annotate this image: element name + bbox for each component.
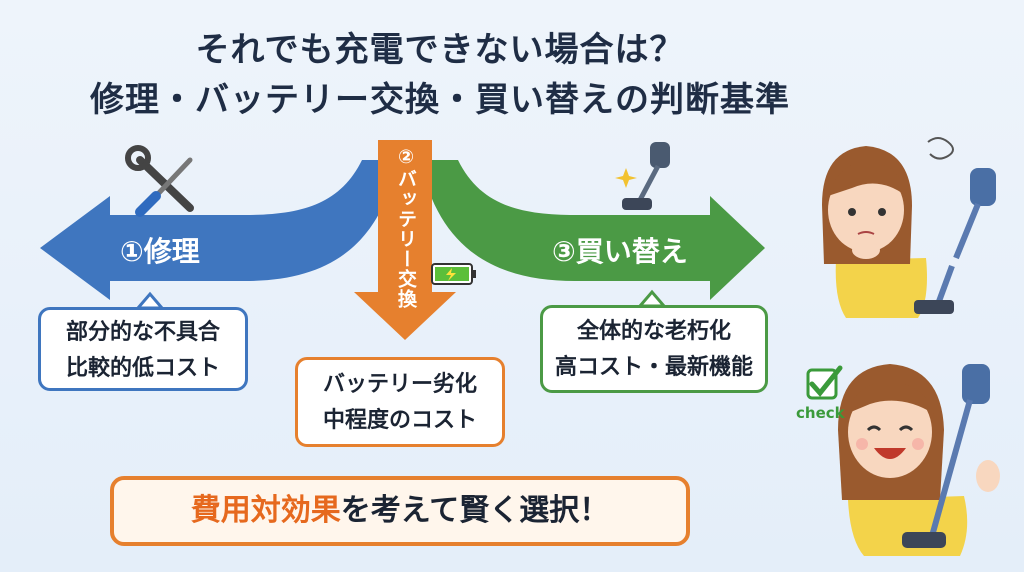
repair-description-box: 部分的な不具合 比較的低コスト <box>38 307 248 391</box>
replace-description-box: 全体的な老朽化 高コスト・最新機能 <box>540 305 768 393</box>
replace-desc-line1: 全体的な老朽化 <box>576 319 731 344</box>
wrench-screwdriver-icon <box>125 145 194 217</box>
conclusion-highlight: 費用対効果 <box>190 493 341 528</box>
conclusion-banner: 費用対効果を考えて賢く選択！ <box>110 476 690 546</box>
battery-icon <box>431 263 476 285</box>
repair-label: ①修理 <box>120 235 200 268</box>
stick-vacuum-icon <box>622 142 670 210</box>
replace-callout-pointer <box>636 289 668 308</box>
worried-woman-illustration <box>822 137 954 318</box>
repair-callout-pointer <box>134 291 166 310</box>
broken-vacuum-illustration <box>914 168 996 314</box>
battery-desc-line1: バッテリー劣化 <box>322 372 477 397</box>
check-label: check <box>796 404 845 422</box>
repair-desc-line1: 部分的な不具合 <box>65 320 220 345</box>
conclusion-text: を考えて賢く選択！ <box>340 493 610 528</box>
replace-desc-line2: 高コスト・最新機能 <box>554 355 753 380</box>
new-vacuum-illustration <box>902 364 990 548</box>
sparkle-icon <box>615 168 637 188</box>
battery-desc-line2: 中程度のコスト <box>322 408 477 433</box>
battery-label: ②バッテリー交換 <box>395 146 417 309</box>
replace-arrow <box>420 160 765 300</box>
repair-desc-line2: 比較的低コスト <box>65 356 220 381</box>
battery-description-box: バッテリー劣化 中程度のコスト <box>295 357 505 447</box>
title-line-1: それでも充電できない場合は？ <box>195 30 685 70</box>
checkbox-icon <box>806 365 843 400</box>
title-line-2: 修理・バッテリー交換・買い替えの判断基準 <box>90 80 790 120</box>
repair-arrow <box>40 160 398 300</box>
battery-arrow <box>354 140 456 340</box>
replace-label: ③買い替え <box>552 235 688 268</box>
